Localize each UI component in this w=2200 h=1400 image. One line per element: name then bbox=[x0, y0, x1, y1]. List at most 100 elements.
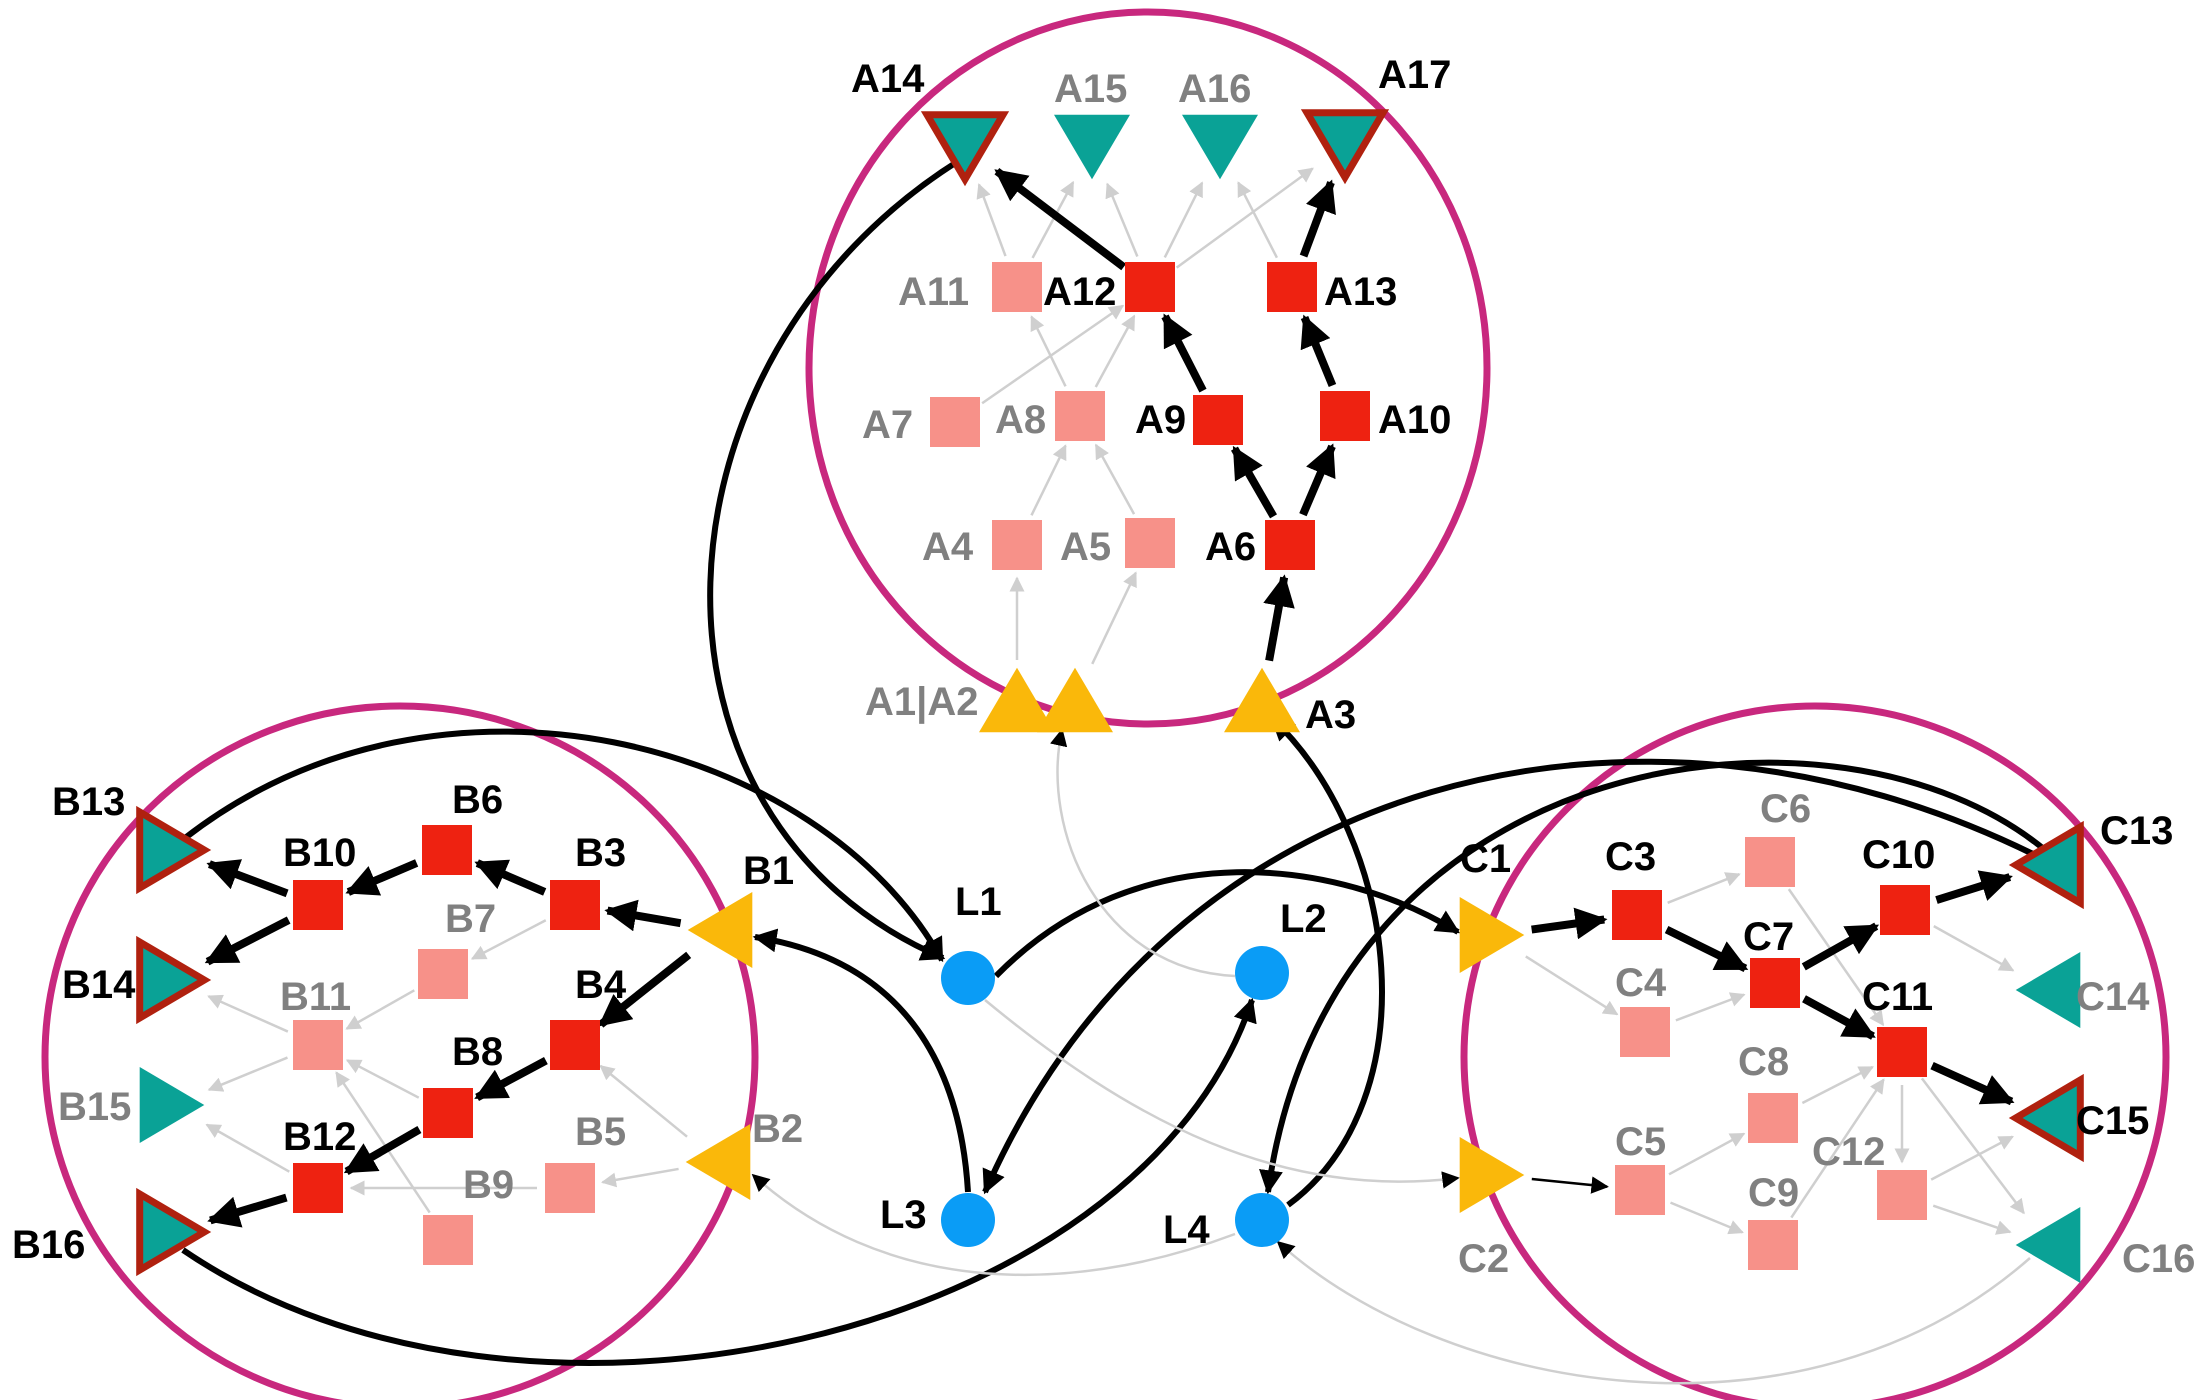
node-C16 bbox=[2015, 1207, 2081, 1283]
label-B1: B1 bbox=[743, 849, 794, 893]
label-A5: A5 bbox=[1060, 525, 1111, 569]
node-A11 bbox=[992, 262, 1042, 312]
edge-C4-C7 bbox=[1675, 992, 1746, 1022]
label-B11: B11 bbox=[280, 975, 351, 1019]
edge-B7-B11 bbox=[345, 989, 415, 1030]
label-C10: C10 bbox=[1862, 833, 1935, 877]
edge-B4-B8 bbox=[474, 1057, 548, 1101]
node-A4 bbox=[992, 520, 1042, 570]
edge-C9-C11 bbox=[1790, 1078, 1885, 1219]
edge-A6-A9 bbox=[1231, 445, 1277, 519]
node-A6 bbox=[1265, 520, 1315, 570]
node-C3 bbox=[1612, 890, 1662, 940]
cluster-b bbox=[41, 702, 759, 1400]
label-B10: B10 bbox=[283, 831, 356, 875]
label-A8: A8 bbox=[995, 398, 1046, 442]
node-B8 bbox=[423, 1088, 473, 1138]
node-C2 bbox=[1459, 1137, 1525, 1213]
edge-C1-C3 bbox=[1531, 907, 1608, 940]
node-B16 bbox=[136, 1187, 212, 1277]
link-L3-B1 bbox=[752, 928, 971, 1193]
node-C14 bbox=[2015, 952, 2081, 1028]
node-B13 bbox=[136, 805, 212, 895]
cluster-c bbox=[1460, 702, 2170, 1400]
edge-B11-B15 bbox=[207, 1056, 288, 1092]
node-B12 bbox=[293, 1163, 343, 1213]
edge-B11-B14 bbox=[207, 994, 289, 1033]
edge-B3-B6 bbox=[474, 859, 547, 896]
node-C4 bbox=[1620, 1007, 1670, 1057]
node-L2 bbox=[1235, 946, 1289, 1000]
label-C14: C14 bbox=[2076, 975, 2150, 1019]
node-C9 bbox=[1748, 1220, 1798, 1270]
node-L3 bbox=[941, 1193, 995, 1247]
node-A16 bbox=[1182, 114, 1258, 180]
node-C10 bbox=[1880, 885, 1930, 935]
inter-cluster-links-layer bbox=[181, 157, 2047, 1385]
edge-C3-C6 bbox=[1667, 872, 1741, 904]
edge-A9-A12 bbox=[1161, 313, 1207, 393]
node-B5 bbox=[545, 1163, 595, 1213]
label-B12: B12 bbox=[283, 1115, 356, 1159]
edge-C6-C11 bbox=[1787, 888, 1885, 1027]
label-A9: A9 bbox=[1135, 398, 1186, 442]
node-L1 bbox=[941, 951, 995, 1005]
label-C3: C3 bbox=[1605, 835, 1656, 879]
link-L1-C2 bbox=[984, 999, 1460, 1189]
edge-B10-B14 bbox=[204, 916, 291, 966]
label-A17: A17 bbox=[1378, 53, 1451, 97]
node-C1 bbox=[1459, 897, 1525, 973]
edge-B9-B11 bbox=[335, 1071, 431, 1214]
cluster-layer bbox=[41, 8, 2170, 1400]
label-A1|A2: A1|A2 bbox=[865, 680, 978, 724]
node-B9 bbox=[423, 1215, 473, 1265]
edge-A8-A11 bbox=[1030, 315, 1067, 387]
edge-A12-A16 bbox=[1163, 181, 1204, 259]
label-B9: B9 bbox=[463, 1163, 514, 1207]
node-B6 bbox=[422, 825, 472, 875]
edge-C10-C13 bbox=[1935, 870, 2013, 904]
edge-B6-B10 bbox=[345, 859, 419, 896]
node-A5 bbox=[1125, 518, 1175, 568]
label-A3: A3 bbox=[1305, 693, 1356, 737]
node-B4 bbox=[550, 1020, 600, 1070]
label-B15: B15 bbox=[58, 1085, 131, 1129]
edge-A12-A14 bbox=[994, 167, 1127, 271]
node-A14 bbox=[920, 111, 1010, 187]
label-A15: A15 bbox=[1054, 67, 1127, 111]
node-A10 bbox=[1320, 391, 1370, 441]
label-C4: C4 bbox=[1615, 961, 1667, 1005]
edge-A7-A12 bbox=[981, 304, 1125, 405]
label-C8: C8 bbox=[1738, 1040, 1789, 1084]
edge-C12-C15 bbox=[1930, 1135, 2014, 1181]
link-L2-A2 bbox=[1050, 728, 1236, 978]
label-B14: B14 bbox=[62, 963, 136, 1007]
edge-B2-B5 bbox=[601, 1167, 679, 1188]
node-A3 bbox=[1224, 667, 1300, 733]
edge-A5-A8 bbox=[1094, 443, 1136, 515]
edge-C7-C11 bbox=[1802, 995, 1876, 1040]
node-B14 bbox=[136, 935, 212, 1025]
link-C16-L4 bbox=[1276, 1240, 2031, 1385]
label-B16: B16 bbox=[12, 1223, 85, 1267]
edge-A11-A15 bbox=[1031, 180, 1075, 259]
node-B1 bbox=[687, 892, 753, 968]
link-C13-L3 bbox=[982, 758, 2037, 1195]
edges-layer bbox=[204, 167, 2025, 1235]
node-A8 bbox=[1055, 391, 1105, 441]
node-A2 bbox=[1037, 667, 1113, 733]
edge-C12-C16 bbox=[1932, 1204, 2012, 1235]
label-L1: L1 bbox=[955, 880, 1002, 924]
label-A4: A4 bbox=[922, 525, 974, 569]
edge-B8-B11 bbox=[345, 1059, 420, 1099]
node-C13 bbox=[2008, 820, 2084, 910]
label-B2: B2 bbox=[752, 1107, 803, 1151]
label-A11: A11 bbox=[898, 270, 969, 314]
link-C13-L4 bbox=[1259, 759, 2047, 1195]
link-B13-L1 bbox=[183, 728, 945, 963]
label-A14: A14 bbox=[851, 57, 925, 101]
link-B16-L2 bbox=[181, 997, 1257, 1366]
cluster-a bbox=[805, 8, 1491, 728]
label-B7: B7 bbox=[445, 897, 496, 941]
